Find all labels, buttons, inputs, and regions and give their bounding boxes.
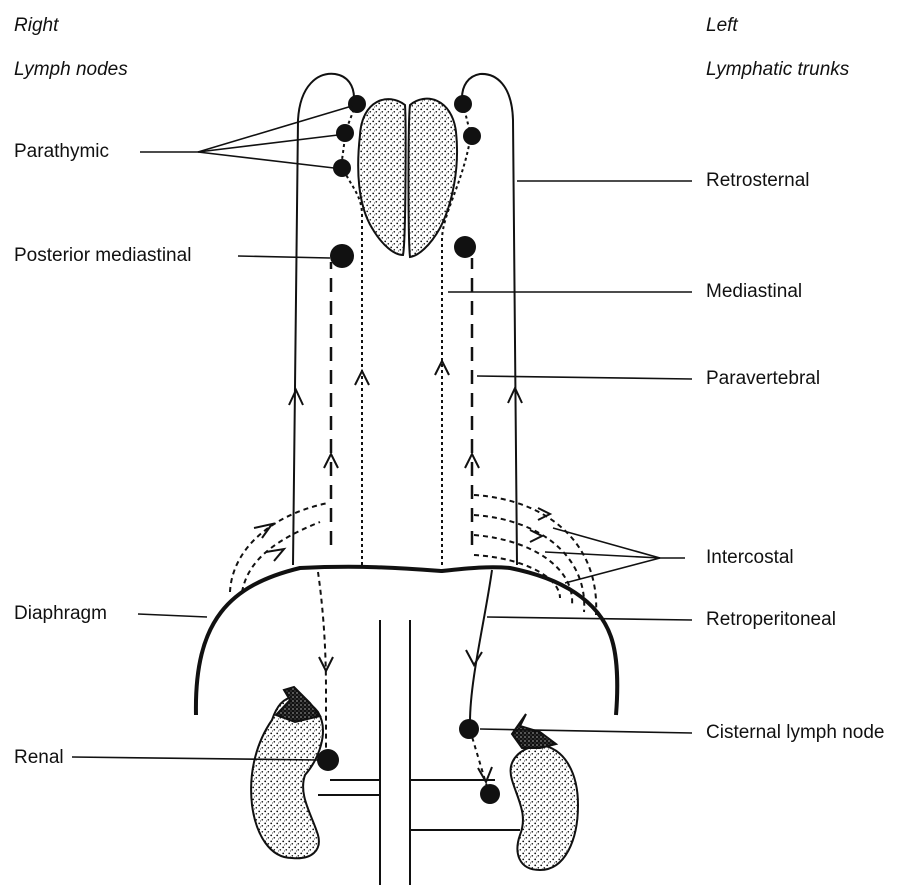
label-intercostal: Intercostal bbox=[706, 548, 794, 567]
label-posterior-mediastinal: Posterior mediastinal bbox=[14, 246, 191, 265]
retroperitoneal-trunk bbox=[470, 570, 492, 722]
left-parathymic-node-1 bbox=[454, 95, 472, 113]
label-cisternal-lymph-node: Cisternal lymph node bbox=[706, 723, 884, 742]
left-retrosternal-trunk bbox=[462, 74, 517, 565]
left-parathymic-node-2 bbox=[463, 127, 481, 145]
right-intercostal-vessels bbox=[230, 503, 328, 592]
label-parathymic: Parathymic bbox=[14, 142, 109, 161]
retroperitoneal-arrow bbox=[466, 650, 482, 665]
right-retrosternal-trunk bbox=[293, 74, 354, 565]
label-retroperitoneal: Retroperitoneal bbox=[706, 610, 836, 629]
cisternal-node bbox=[459, 719, 479, 739]
right-mediastinal-trunk bbox=[344, 170, 362, 565]
right-kidney bbox=[251, 697, 323, 858]
label-retrosternal: Retrosternal bbox=[706, 171, 810, 190]
header-lymph-nodes: Lymph nodes bbox=[14, 60, 128, 79]
parathymic-node-3 bbox=[333, 159, 351, 177]
great-vessels bbox=[318, 620, 520, 885]
left-renal-node bbox=[480, 784, 500, 804]
parathymic-node-1 bbox=[348, 95, 366, 113]
label-diaphragm: Diaphragm bbox=[14, 604, 107, 623]
left-intercostal-vessels bbox=[474, 495, 596, 615]
posterior-mediastinal-node-left bbox=[454, 236, 476, 258]
right-retrosternal-arrow bbox=[289, 390, 303, 405]
right-intercostal-arrow-2 bbox=[266, 549, 284, 561]
header-lymphatic-trunks: Lymphatic trunks bbox=[706, 60, 849, 79]
header-left: Left bbox=[706, 16, 738, 35]
left-kidney bbox=[511, 745, 578, 870]
label-renal: Renal bbox=[14, 748, 64, 767]
header-right: Right bbox=[14, 16, 58, 35]
right-intercostal-arrow-1 bbox=[254, 524, 272, 538]
parathymic-node-2 bbox=[336, 124, 354, 142]
renal-node bbox=[317, 749, 339, 771]
posterior-mediastinal-node-right bbox=[330, 244, 354, 268]
label-paravertebral: Paravertebral bbox=[706, 369, 820, 388]
label-mediastinal: Mediastinal bbox=[706, 282, 802, 301]
diaphragm bbox=[196, 567, 617, 715]
